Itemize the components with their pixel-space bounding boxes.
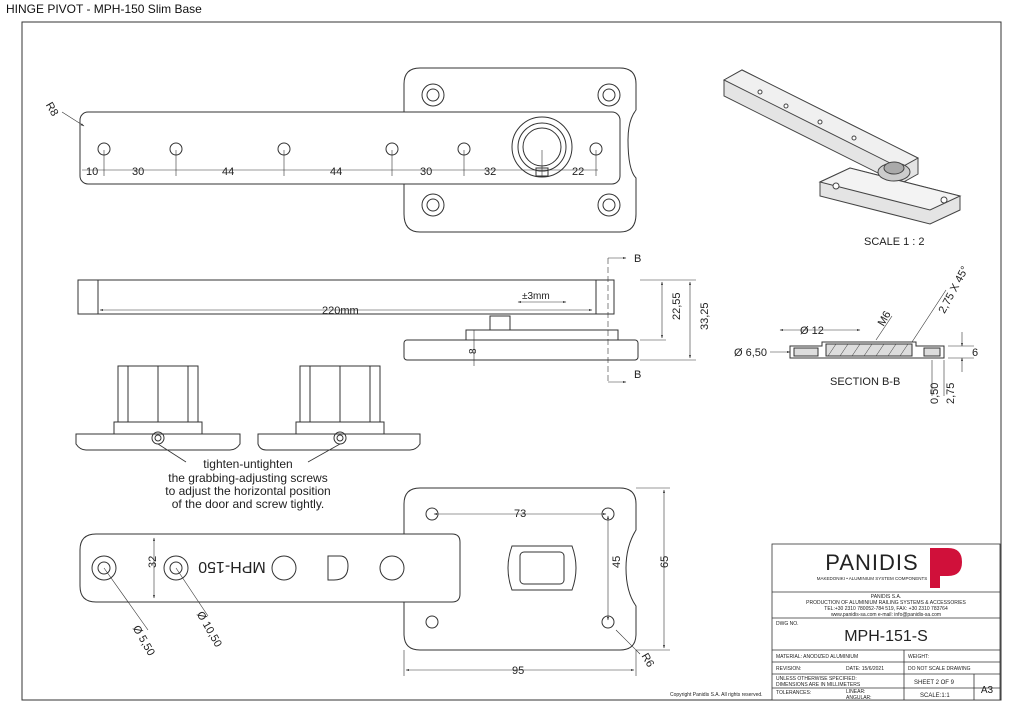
dim-10: 10 [86, 166, 98, 178]
top-view [79, 67, 637, 233]
section-b-b [789, 341, 945, 359]
dim-44a: 44 [222, 166, 234, 178]
sheet-size: A3 [981, 685, 994, 696]
dim-44b: 44 [330, 166, 342, 178]
logo-mark-icon [930, 548, 962, 588]
dim-0-50: 0,50 [929, 383, 941, 404]
unless-specified: UNLESS OTHERWISE SPECIFIED: [776, 676, 857, 682]
dim-r8: R8 [43, 100, 60, 118]
dim-30a: 30 [132, 166, 144, 178]
iso-scale: SCALE 1 : 2 [864, 236, 925, 248]
tol-linear: LINEAR: [846, 689, 865, 695]
dim-30b: 30 [420, 166, 432, 178]
dim-22: 22 [572, 166, 584, 178]
logo-text: PANIDIS [825, 550, 918, 575]
section-marker-bottom: B [634, 369, 641, 381]
bottom-view-dimensions [103, 487, 670, 676]
dim-adjust: ±3mm [522, 291, 550, 302]
bottom-view [79, 487, 637, 651]
dwg-number: MPH-151-S [844, 628, 928, 645]
dim-22-55: 22,55 [671, 292, 683, 320]
title-block [771, 543, 1001, 701]
dim-65: 65 [659, 556, 671, 568]
dim-8: 8 [468, 348, 479, 354]
dim-32: 32 [484, 166, 496, 178]
dim-6: 6 [972, 347, 978, 359]
end-view-right [257, 365, 421, 451]
dim-d10-50: Ø 10,50 [194, 610, 224, 650]
company-contact-1: TEL:+30 2310 780052-784 519, FAX: +30 23… [824, 606, 948, 612]
note-leaders [157, 443, 341, 463]
side-view-dimensions [99, 256, 696, 384]
date: DATE: 15/6/2021 [846, 666, 884, 672]
company-contact-2: www.panidis-sa.com e-mail: info@panidis-… [831, 612, 941, 618]
dim-r6: R6 [639, 651, 656, 669]
engraving-mph150: MPH-150 [198, 558, 266, 575]
dim-d12: Ø 12 [800, 325, 824, 337]
dim-chamfer: 2,75 X 45° [937, 264, 972, 315]
page-title: HINGE PIVOT - MPH-150 Slim Base [6, 2, 202, 16]
section-dimensions [770, 289, 974, 396]
dim-2-75: 2,75 [945, 383, 957, 404]
side-view [77, 279, 639, 361]
note-line-2: the grabbing-adjusting screws [168, 471, 327, 485]
tolerances: TOLERANCES: [776, 690, 811, 696]
company-desc: PRODUCTION OF ALUMINIUM RAILING SYSTEMS … [806, 600, 966, 606]
dim-73: 73 [514, 508, 526, 520]
dim-32-bottom: 32 [147, 556, 159, 568]
dim-m6: M6 [876, 309, 894, 328]
copyright: Copyright Panidis S.A. All rights reserv… [670, 692, 763, 698]
dim-95: 95 [512, 665, 524, 677]
dim-45: 45 [611, 556, 623, 568]
dim-d5-50: Ø 5,50 [130, 624, 157, 659]
dim-d650: Ø 6,50 [734, 347, 767, 359]
weight: WEIGHT: [908, 654, 929, 660]
material: MATERIAL: ANODIZED ALUMINIUM [776, 654, 858, 660]
do-not-scale: DO NOT SCALE DRAWING [908, 666, 971, 672]
logo-tagline: MAKEDONIKI • ALUMINIUM SYSTEM COMPONENTS [817, 576, 928, 581]
iso-view [722, 69, 962, 225]
company-name: PANIDIS S.A. [871, 594, 901, 600]
note-line-1: tighten-untighten [203, 457, 292, 471]
dim-33-25: 33,25 [699, 302, 711, 330]
tol-angular: ANGULAR: [846, 695, 872, 701]
dim-220mm: 220mm [322, 305, 359, 317]
sheet-number: SHEET 2 OF 9 [914, 680, 955, 686]
dwg-label: DWG NO. [776, 621, 799, 627]
section-marker-top: B [634, 253, 641, 265]
dims-in-mm: DIMENSIONS ARE IN MILLIMETERS [776, 682, 861, 688]
section-label: SECTION B-B [830, 376, 900, 388]
note-line-3: to adjust the horizontal position [165, 484, 330, 498]
note-line-4: of the door and screw tightly. [172, 497, 325, 511]
top-view-dimensions [61, 111, 598, 176]
end-view-left [75, 365, 241, 451]
scale-value: SCALE:1:1 [920, 693, 950, 699]
sheet-border [21, 21, 1002, 701]
revision: REVISION: [776, 666, 801, 672]
